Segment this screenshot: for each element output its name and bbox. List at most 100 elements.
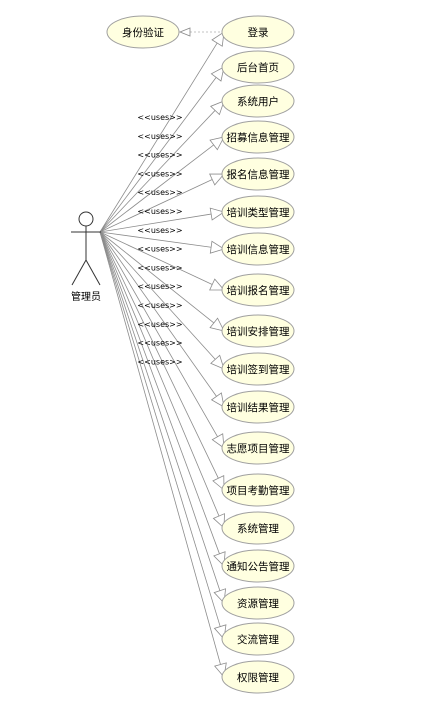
association-arrow-head (209, 136, 225, 151)
use-case-item[interactable]: 培训报名管理 (221, 273, 295, 307)
use-case-item[interactable]: 后台首页 (221, 50, 295, 84)
association-line (99, 231, 215, 324)
association-line (99, 231, 220, 517)
association-line (99, 231, 221, 627)
uses-label: <<uses>> (137, 207, 182, 216)
use-case-label: 权限管理 (237, 671, 279, 684)
use-case-ellipse (221, 120, 295, 154)
use-case-item[interactable]: 报名信息管理 (221, 157, 295, 191)
association-line (99, 231, 217, 397)
association-arrow-head (212, 513, 225, 529)
use-case-label: 登录 (248, 26, 269, 39)
use-case-item[interactable]: 培训结果管理 (221, 390, 295, 424)
use-case-label: 培训类型管理 (227, 206, 290, 219)
association-line (99, 231, 220, 554)
uses-label: <<uses>> (137, 357, 182, 366)
use-case-label: 项目考勤管理 (227, 484, 290, 497)
actor-label: 管理员 (71, 290, 101, 303)
use-case-item[interactable]: 权限管理 (221, 660, 295, 694)
use-case-item[interactable]: 通知公告管理 (221, 549, 295, 583)
use-case-ellipse (221, 50, 295, 84)
auth-arrow-head (178, 27, 191, 37)
association-line (99, 231, 221, 665)
use-case-label: 通知公告管理 (227, 560, 290, 573)
use-case-ellipse (221, 549, 295, 583)
actor-admin[interactable]: 管理员 (71, 211, 101, 303)
use-case-ellipse (221, 586, 295, 620)
association-arrow-head (210, 354, 225, 370)
use-case-ellipse (221, 473, 295, 507)
use-case-ellipse (221, 157, 295, 191)
use-case-item[interactable]: 系统用户 (221, 84, 295, 118)
association-line (99, 231, 221, 591)
use-case-item[interactable]: 培训类型管理 (221, 195, 295, 229)
auth-ellipse (106, 15, 180, 49)
use-case-ellipse (221, 195, 295, 229)
use-case-label: 培训安排管理 (227, 325, 290, 338)
use-case-label: 培训信息管理 (227, 243, 290, 256)
use-case-item[interactable]: 交流管理 (221, 622, 295, 656)
use-case-label: 系统管理 (237, 522, 279, 535)
association-arrow-head (209, 100, 225, 116)
use-case-label: 系统用户 (237, 95, 279, 108)
use-case-item[interactable]: 招募信息管理 (221, 120, 295, 154)
use-case-item[interactable]: 系统管理 (221, 511, 295, 545)
use-case-item[interactable]: 志愿项目管理 (221, 431, 295, 465)
actor-head (78, 211, 94, 227)
uses-label: <<uses>> (137, 301, 182, 310)
use-case-ellipse (221, 84, 295, 118)
use-case-label: 培训签到管理 (227, 363, 290, 376)
association-lines (99, 31, 227, 678)
association-arrow-head (209, 317, 225, 332)
association-arrow-head (210, 392, 225, 408)
use-case-ellipses: 登录后台首页系统用户招募信息管理报名信息管理培训类型管理培训信息管理培训报名管理… (221, 15, 295, 694)
association-line (99, 144, 214, 233)
use-case-item[interactable]: 资源管理 (221, 586, 295, 620)
use-case-item[interactable]: 登录 (221, 15, 295, 49)
auth-label: 身份验证 (122, 26, 164, 39)
association-line (99, 110, 216, 233)
actor-right-leg (85, 259, 101, 286)
use-case-label: 培训报名管理 (227, 284, 290, 297)
uses-label: <<uses>> (137, 282, 182, 291)
association-line (99, 77, 217, 233)
association-line (99, 231, 216, 360)
use-case-item[interactable]: 培训信息管理 (221, 232, 295, 266)
association-arrow-head (209, 278, 225, 291)
association-line (99, 231, 213, 285)
association-line (99, 231, 212, 248)
uses-label: <<uses>> (137, 226, 182, 235)
use-case-item[interactable]: 培训签到管理 (221, 352, 295, 386)
use-case-ellipse (221, 390, 295, 424)
use-case-label: 招募信息管理 (227, 131, 290, 144)
association-line (99, 213, 212, 233)
association-arrow-head (210, 66, 225, 82)
use-case-ellipse (221, 15, 295, 49)
uses-label: <<uses>> (137, 132, 182, 141)
use-case-label: 后台首页 (237, 61, 279, 74)
association-arrow-head (209, 240, 225, 254)
use-case-ellipse (221, 431, 295, 465)
uses-label: <<uses>> (137, 151, 182, 160)
use-case-label: 培训结果管理 (227, 401, 290, 414)
use-case-label: 交流管理 (237, 633, 279, 646)
association-line (99, 231, 219, 479)
use-case-item[interactable]: 培训安排管理 (221, 314, 295, 348)
use-case-label: 志愿项目管理 (227, 442, 290, 455)
uses-label: <<uses>> (137, 263, 182, 272)
uses-labels: <<uses>> <<uses>> <<uses>> <<uses>> <<uses>>… (137, 113, 182, 366)
uses-label: <<uses>> (137, 320, 182, 329)
association-arrow-head (212, 475, 225, 491)
uses-label: <<uses>> (137, 113, 182, 122)
use-case-ellipse (221, 511, 295, 545)
association-line (99, 42, 218, 233)
use-case-label: 报名信息管理 (227, 168, 290, 181)
use-case-item[interactable]: 项目考勤管理 (221, 473, 295, 507)
uses-label: <<uses>> (137, 188, 182, 197)
association-arrow-head (209, 207, 225, 221)
use-case-ellipse (221, 660, 295, 694)
uses-label: <<uses>> (137, 169, 182, 178)
auth-use-case[interactable]: 身份验证 (106, 15, 222, 49)
